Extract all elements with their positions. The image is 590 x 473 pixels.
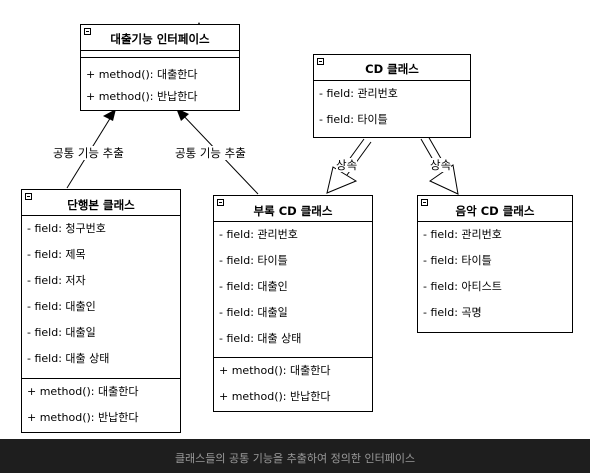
field-row: - field: 타이틀 xyxy=(319,113,388,126)
field-row: - field: 대출인 xyxy=(219,280,288,293)
bundle-cd-fields: - field: 관리번호 - field: 타이틀 - field: 대출인 … xyxy=(214,222,372,358)
collapse-icon[interactable] xyxy=(317,58,324,65)
label-inherit-left: 상속 xyxy=(336,158,358,172)
method-row: + method(): 반납한다 xyxy=(86,90,198,103)
field-row: - field: 관리번호 xyxy=(219,228,298,241)
field-row: - field: 대출인 xyxy=(27,300,96,313)
method-row: + method(): 대출한다 xyxy=(27,385,139,398)
cd-class-header: CD 클래스 xyxy=(314,55,470,81)
music-cd-class-box[interactable]: 음악 CD 클래스 - field: 관리번호 - field: 타이틀 - f… xyxy=(417,195,573,333)
field-row: - field: 곡명 xyxy=(423,306,482,319)
music-cd-fields: - field: 관리번호 - field: 타이틀 - field: 아티스트… xyxy=(418,222,572,332)
bundle-cd-class-title: 부록 CD 클래스 xyxy=(253,204,333,218)
label-inherit-right: 상속 xyxy=(430,158,452,172)
field-row: - field: 저자 xyxy=(27,274,86,287)
field-row: - field: 대출 상태 xyxy=(219,332,302,345)
collapse-icon[interactable] xyxy=(84,28,91,35)
method-row: + method(): 대출한다 xyxy=(86,68,198,81)
interface-class-header: 대출기능 인터페이스 xyxy=(81,25,239,51)
figure-caption: 클래스들의 공통 기능을 추출하여 정의한 인터페이스 xyxy=(174,452,416,465)
single-book-methods: + method(): 대출한다 + method(): 반납한다 xyxy=(22,379,180,433)
bundle-cd-class-box[interactable]: 부록 CD 클래스 - field: 관리번호 - field: 타이틀 - f… xyxy=(213,195,373,412)
bundle-cd-methods: + method(): 대출한다 + method(): 반납한다 xyxy=(214,358,372,410)
arrowhead-bundle xyxy=(176,108,189,121)
bundle-cd-class-header: 부록 CD 클래스 xyxy=(214,196,372,222)
field-row: - field: 관리번호 xyxy=(319,87,398,100)
diagram-canvas: 대출기능 인터페이스 + method(): 대출한다 + method(): … xyxy=(0,0,590,439)
method-row: + method(): 반납한다 xyxy=(27,411,139,424)
inherit-arrow-right xyxy=(428,164,459,195)
field-row: - field: 타이틀 xyxy=(423,254,492,267)
arrowhead-single xyxy=(103,109,116,121)
cd-fields: - field: 관리번호 - field: 타이틀 xyxy=(314,81,470,139)
interface-class-box[interactable]: 대출기능 인터페이스 + method(): 대출한다 + method(): … xyxy=(80,24,240,111)
music-cd-class-title: 음악 CD 클래스 xyxy=(455,204,535,218)
single-book-fields: - field: 청구번호 - field: 제목 - field: 저자 - … xyxy=(22,216,180,379)
method-row: + method(): 대출한다 xyxy=(219,364,331,377)
inherit-arrow-left xyxy=(326,166,358,194)
field-row: - field: 청구번호 xyxy=(27,222,106,235)
collapse-icon[interactable] xyxy=(217,199,224,206)
music-cd-class-header: 음악 CD 클래스 xyxy=(418,196,572,222)
collapse-icon[interactable] xyxy=(25,193,32,200)
field-row: - field: 관리번호 xyxy=(423,228,502,241)
field-row: - field: 아티스트 xyxy=(423,280,502,293)
field-row: - field: 타이틀 xyxy=(219,254,288,267)
field-row: - field: 대출일 xyxy=(27,326,96,339)
single-book-class-header: 단행본 클래스 xyxy=(22,190,180,216)
label-common-extract-left: 공통 기능 추출 xyxy=(53,146,124,160)
cd-class-box[interactable]: CD 클래스 - field: 관리번호 - field: 타이틀 xyxy=(313,54,471,138)
field-row: - field: 제목 xyxy=(27,248,86,261)
interface-empty-fields xyxy=(81,51,239,58)
label-common-extract-right: 공통 기능 추출 xyxy=(175,146,246,160)
single-book-class-box[interactable]: 단행본 클래스 - field: 청구번호 - field: 제목 - fiel… xyxy=(21,189,181,433)
field-row: - field: 대출 상태 xyxy=(27,352,110,365)
interface-class-title: 대출기능 인터페이스 xyxy=(110,32,210,46)
single-book-class-title: 단행본 클래스 xyxy=(67,198,135,212)
interface-methods: + method(): 대출한다 + method(): 반납한다 xyxy=(81,58,239,112)
collapse-icon[interactable] xyxy=(421,199,428,206)
method-row: + method(): 반납한다 xyxy=(219,390,331,403)
field-row: - field: 대출일 xyxy=(219,306,288,319)
cd-class-title: CD 클래스 xyxy=(365,62,419,76)
